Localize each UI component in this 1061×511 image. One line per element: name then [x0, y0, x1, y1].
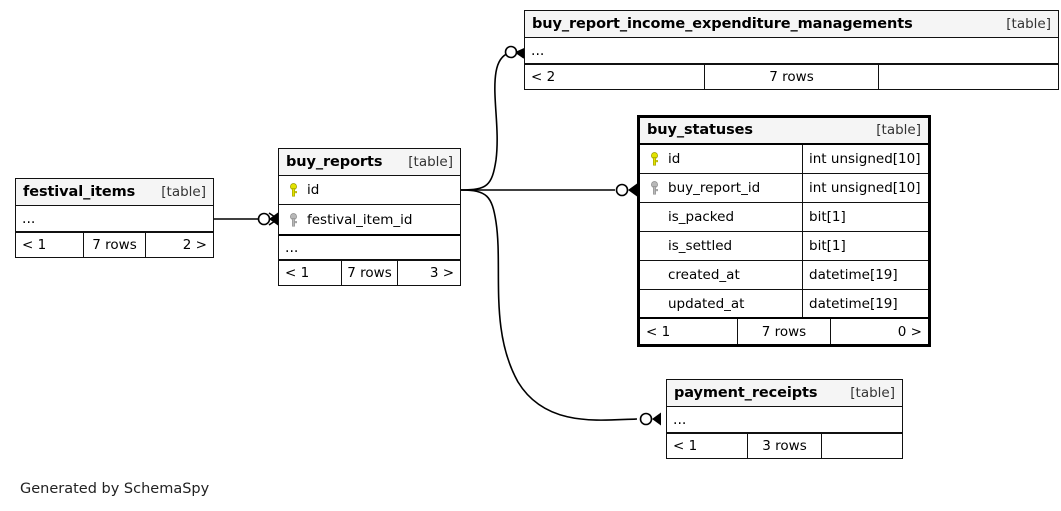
column-name: is_packed	[668, 209, 735, 225]
column-name: id	[668, 151, 681, 167]
column-row[interactable]: id int unsigned[10]	[640, 145, 928, 174]
footer-parent-count: < 2	[531, 69, 556, 85]
table-type-tag: [table]	[876, 122, 921, 138]
column-row[interactable]: updated_at datetime[19]	[640, 290, 928, 319]
table-header: buy_reports [table]	[279, 149, 460, 176]
table-footer: < 1 7 rows 2 >	[16, 232, 213, 257]
column-type: int unsigned[10]	[802, 145, 928, 173]
edge-buy-reports-to-income-expenditure	[460, 45, 526, 191]
table-footer: < 1 7 rows 0 >	[640, 319, 928, 344]
table-buy-statuses[interactable]: buy_statuses [table] id int unsigned[10]…	[637, 115, 931, 347]
table-header: payment_receipts [table]	[667, 380, 902, 407]
edge-zero-marker	[639, 412, 653, 426]
table-type-tag: [table]	[850, 384, 895, 401]
column-type: datetime[19]	[802, 290, 928, 317]
hidden-columns-ellipsis: ...	[667, 407, 902, 433]
table-payment-receipts[interactable]: payment_receipts [table] ... < 1 3 rows	[666, 379, 903, 459]
column-name: is_settled	[668, 238, 733, 254]
table-festival-items[interactable]: festival_items [table] ... < 1 7 rows 2 …	[15, 178, 214, 258]
table-header: festival_items [table]	[16, 179, 213, 206]
column-type: int unsigned[10]	[802, 174, 928, 202]
footer-child-count: 3 >	[429, 265, 455, 281]
edge-zero-marker	[615, 183, 629, 197]
column-list: id festival_item_id	[279, 176, 460, 234]
footer-child-count	[879, 65, 1058, 89]
footer-child-count: 0 >	[897, 323, 922, 340]
column-type: bit[1]	[802, 232, 928, 260]
column-name: created_at	[668, 267, 740, 283]
table-footer: < 2 7 rows	[525, 64, 1058, 89]
table-title: payment_receipts	[674, 384, 818, 401]
table-header: buy_report_income_expenditure_management…	[525, 11, 1058, 38]
footer-child-count: 2 >	[182, 237, 207, 253]
edge-zero-marker	[257, 212, 271, 226]
footer-row-count: 7 rows	[737, 319, 831, 344]
hidden-columns-ellipsis: ...	[525, 38, 1058, 64]
footer-parent-count: < 1	[285, 265, 310, 281]
table-footer: < 1 3 rows	[667, 433, 902, 458]
table-buy-reports[interactable]: buy_reports [table] id festival_item_id …	[278, 148, 461, 286]
footer-row-count: 7 rows	[704, 65, 879, 89]
footer-parent-count: < 1	[646, 323, 671, 340]
primary-key-icon	[651, 152, 658, 166]
foreign-key-icon	[651, 181, 658, 195]
edge-buy-reports-to-buy-statuses	[461, 183, 637, 197]
table-title: buy_reports	[286, 153, 383, 170]
footer-child-count	[822, 434, 902, 458]
footer-row-count: 7 rows	[83, 233, 146, 257]
table-buy-report-income-expenditure-managements[interactable]: buy_report_income_expenditure_management…	[524, 10, 1059, 90]
column-name: buy_report_id	[668, 180, 761, 196]
hidden-columns-ellipsis: ...	[16, 206, 213, 232]
column-row[interactable]: is_packed bit[1]	[640, 203, 928, 232]
column-name: updated_at	[668, 295, 745, 312]
column-name: id	[307, 182, 320, 198]
primary-key-icon	[290, 183, 297, 197]
column-row[interactable]: id	[279, 176, 460, 205]
edge-zero-marker	[504, 45, 518, 59]
column-type: bit[1]	[802, 203, 928, 231]
column-type: datetime[19]	[802, 261, 928, 289]
table-header: buy_statuses [table]	[640, 118, 928, 145]
table-type-tag: [table]	[408, 153, 453, 170]
footer-parent-count: < 1	[673, 438, 698, 454]
generated-by-caption: Generated by SchemaSpy	[20, 481, 210, 497]
foreign-key-icon	[290, 212, 297, 226]
footer-parent-count: < 1	[22, 237, 47, 253]
footer-row-count: 7 rows	[340, 261, 399, 285]
table-type-tag: [table]	[161, 183, 206, 200]
table-footer: < 1 7 rows 3 >	[279, 260, 460, 285]
column-list: id int unsigned[10] buy_report_id int un…	[640, 145, 928, 319]
column-row[interactable]: buy_report_id int unsigned[10]	[640, 174, 928, 203]
edge-festival-items-to-buy-reports	[214, 212, 279, 226]
table-title: buy_statuses	[647, 122, 753, 138]
column-row[interactable]: created_at datetime[19]	[640, 261, 928, 290]
column-row[interactable]: festival_item_id	[279, 205, 460, 234]
column-name: festival_item_id	[307, 211, 413, 228]
table-title: buy_report_income_expenditure_management…	[532, 15, 913, 32]
column-row[interactable]: is_settled bit[1]	[640, 232, 928, 261]
hidden-columns-ellipsis: ...	[279, 234, 460, 260]
table-type-tag: [table]	[1006, 15, 1051, 32]
footer-row-count: 3 rows	[746, 434, 823, 458]
edge-buy-reports-to-payment-receipts	[460, 189, 661, 426]
table-title: festival_items	[23, 183, 136, 200]
